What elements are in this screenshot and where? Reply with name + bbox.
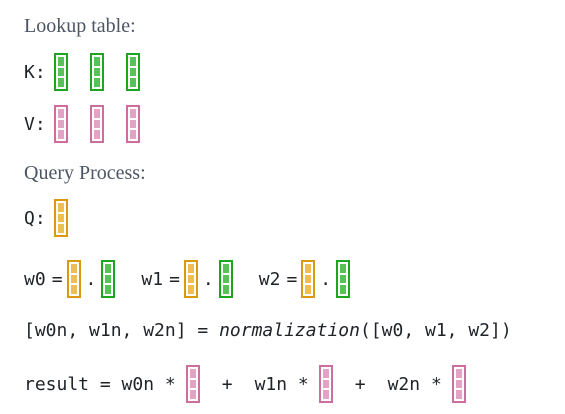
- value-vector-1: [89, 105, 104, 143]
- result-value-vector-2: [451, 365, 466, 403]
- w1-dot: .: [202, 268, 214, 290]
- w1-label: w1: [141, 268, 164, 290]
- key-vector-2: [125, 53, 140, 91]
- key-vector-0: [53, 53, 68, 91]
- result-w0n-term: result = w0n *: [24, 373, 176, 395]
- query-process-heading: Query Process:: [24, 162, 146, 184]
- normalization-lhs: [w0n, w1n, w2n] =: [24, 320, 220, 341]
- query-vector: [53, 199, 68, 237]
- normalization-row: [w0n, w1n, w2n] = normalization([w0, w1,…: [24, 320, 512, 341]
- w2-dot: .: [320, 268, 332, 290]
- w1-key-vector: [218, 260, 233, 298]
- result-value-vector-0: [185, 365, 200, 403]
- w1-equals: =: [169, 268, 180, 290]
- result-plus-2: +: [354, 373, 366, 395]
- w0-label: w0: [24, 268, 46, 290]
- result-w2n-term: w2n *: [387, 373, 442, 395]
- result-plus-1: +: [221, 373, 233, 395]
- result-w1n-term: w1n *: [254, 373, 309, 395]
- w0-dot: .: [85, 268, 97, 290]
- normalization-args: ([w0, w1, w2]): [359, 320, 512, 341]
- key-row: K:: [24, 53, 140, 91]
- value-label: V:: [24, 113, 46, 135]
- w0-equals: =: [51, 268, 63, 290]
- normalization-function: normalization: [219, 320, 360, 341]
- w2-query-vector: [301, 260, 316, 298]
- query-label: Q:: [24, 207, 46, 229]
- value-vector-2: [125, 105, 140, 143]
- result-value-vector-1: [318, 365, 333, 403]
- key-label: K:: [24, 61, 46, 83]
- w1-query-vector: [183, 260, 198, 298]
- w2-key-vector: [336, 260, 351, 298]
- w0-query-vector: [66, 260, 81, 298]
- w0-key-vector: [101, 260, 116, 298]
- weights-row: w0 = . w1 = . w2 = .: [24, 260, 351, 298]
- key-vector-1: [89, 53, 104, 91]
- query-row: Q:: [24, 199, 68, 237]
- lookup-table-heading: Lookup table:: [24, 15, 136, 37]
- w2-equals: =: [286, 268, 298, 290]
- value-row: V:: [24, 105, 140, 143]
- w2-label: w2: [258, 268, 281, 290]
- result-row: result = w0n * + w1n * + w2n *: [24, 365, 466, 403]
- value-vector-0: [53, 105, 68, 143]
